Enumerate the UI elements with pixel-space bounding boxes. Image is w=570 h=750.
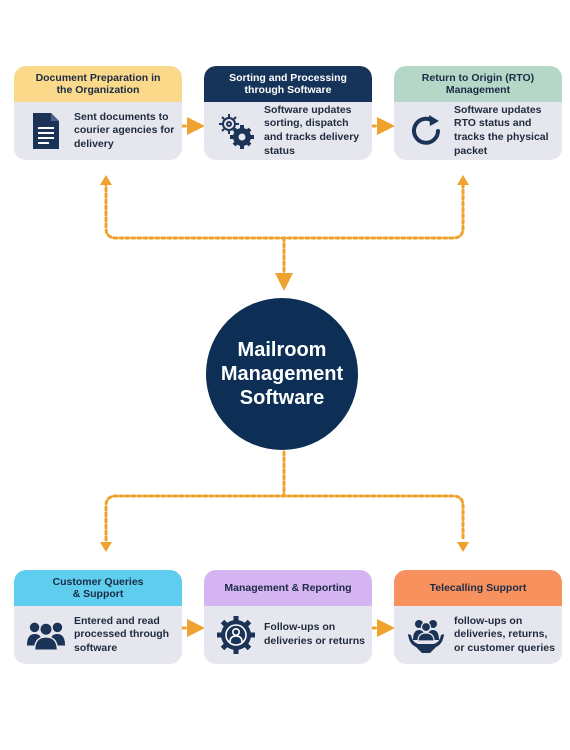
gear-person-icon xyxy=(216,615,256,655)
card-title: Document Preparation in the Organization xyxy=(14,66,182,102)
hub-circle: Mailroom Management Software xyxy=(206,298,358,450)
card-document-preparation: Document Preparation in the Organization… xyxy=(14,66,182,160)
document-icon xyxy=(26,111,66,151)
card-description: Software updates RTO status and tracks t… xyxy=(454,103,549,157)
card-title: Customer Queries & Support xyxy=(14,570,182,606)
card-title: Management & Reporting xyxy=(204,570,372,606)
card-description: Sent documents to courier agencies for d… xyxy=(74,110,175,150)
card-description: Entered and read processed through softw… xyxy=(74,614,170,654)
card-description: Software updates sorting, dispatch and t… xyxy=(264,103,360,157)
card-title: Sorting and Processing through Software xyxy=(204,66,372,102)
refresh-icon xyxy=(406,111,446,151)
top-connector xyxy=(104,180,465,240)
card-customer-queries: Customer Queries & Support Entered and r… xyxy=(14,570,182,664)
card-management-reporting: Management & Reporting Follow-ups on del… xyxy=(204,570,372,664)
card-rto-management: Return to Origin (RTO) Management Softwa… xyxy=(394,66,562,160)
card-description: follow-ups on deliveries, returns, or cu… xyxy=(454,614,555,654)
gears-icon xyxy=(216,111,256,151)
support-hands-icon xyxy=(406,615,446,655)
arrowhead-up-left xyxy=(100,175,112,185)
card-title: Telecalling Support xyxy=(394,570,562,606)
arrowhead-up-right xyxy=(457,175,469,185)
arrowhead-down-right xyxy=(457,542,469,552)
bottom-connector xyxy=(104,494,465,542)
card-description: Follow-ups on deliveries or returns xyxy=(264,621,365,647)
group-icon xyxy=(26,615,66,655)
card-telecalling-support: Telecalling Support follow-ups on delive… xyxy=(394,570,562,664)
arrowhead-down-left xyxy=(100,542,112,552)
card-title: Return to Origin (RTO) Management xyxy=(394,66,562,102)
card-sorting-processing: Sorting and Processing through Software … xyxy=(204,66,372,160)
